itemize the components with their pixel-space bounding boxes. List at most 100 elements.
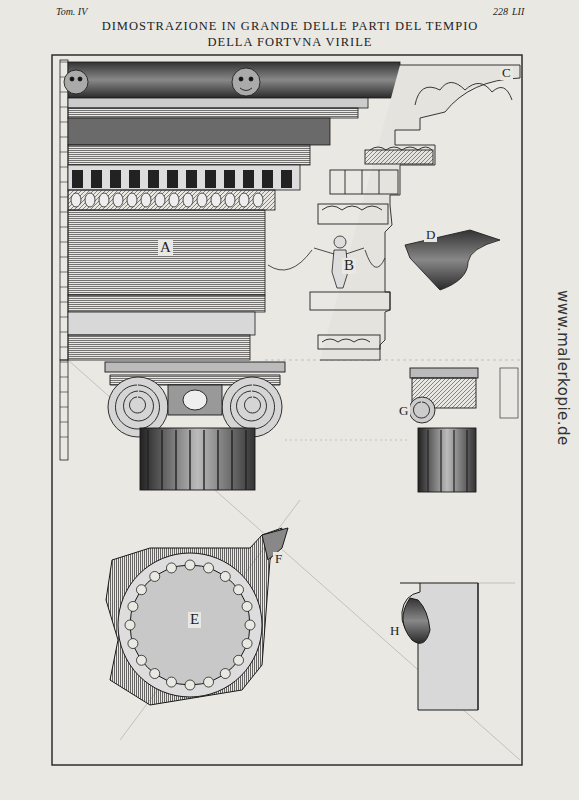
part-letter: E	[188, 612, 201, 628]
cyma-profile-D	[405, 230, 500, 290]
cornice-elevation	[205, 170, 216, 188]
capital-side-G	[440, 430, 441, 492]
scale-ticks	[60, 152, 68, 153]
scale-ticks	[60, 407, 68, 408]
capital-plan-E	[234, 585, 244, 595]
ionic-capital	[161, 430, 162, 490]
cornice-elevation	[68, 165, 300, 190]
cornice-elevation	[225, 193, 235, 207]
part-letter: B	[342, 258, 356, 274]
cornice-elevation	[71, 193, 263, 207]
capital-plan-E	[150, 571, 160, 581]
cornice-elevation	[68, 62, 400, 210]
part-letter: H	[388, 624, 401, 638]
scale-ticks	[60, 92, 68, 93]
cornice-profile-section	[322, 339, 370, 342]
cornice-profile-section	[365, 150, 433, 164]
part-letter: A	[158, 240, 173, 256]
cornice-profile-section	[310, 65, 520, 360]
cornice-profile-section	[362, 170, 363, 194]
cornice-elevation	[155, 193, 165, 207]
capital-side-G	[428, 430, 467, 492]
plate-title: DIMOSTRAZIONE IN GRANDE DELLE PARTI DEL …	[95, 19, 485, 50]
scale-ticks	[60, 137, 68, 138]
construction-lines	[120, 500, 300, 740]
plate-frame	[60, 360, 68, 460]
capital-plan-E	[204, 677, 214, 687]
ionic-capital	[183, 390, 207, 410]
cornice-profile-section	[320, 65, 520, 360]
lion-head	[239, 77, 243, 81]
scale-ticks	[60, 302, 68, 303]
scale-ticks	[60, 347, 68, 348]
capital-plan-E	[234, 655, 244, 665]
capital-plan-E	[220, 571, 230, 581]
capital-plan-E	[125, 560, 255, 690]
frieze	[68, 210, 265, 295]
cornice-profile-section	[310, 292, 390, 310]
capital-plan-E	[125, 620, 135, 630]
plate-frame	[60, 60, 68, 360]
cornice-elevation	[68, 108, 358, 118]
ionic-capital	[175, 430, 176, 490]
scale-ticks	[60, 62, 68, 437]
scale-ticks	[60, 377, 68, 378]
scale-ticks	[60, 332, 68, 333]
architrave	[68, 295, 265, 360]
capital-side-G	[409, 368, 518, 492]
ionic-capital	[148, 430, 246, 490]
cornice-elevation	[68, 118, 330, 145]
watermark: www.malerkopie.de	[554, 290, 570, 446]
capital-plan-E	[204, 563, 214, 573]
cornice-elevation	[72, 170, 292, 188]
capital-plan-E	[242, 639, 252, 649]
ionic-capital	[168, 385, 222, 415]
cornice-profile-section	[318, 335, 380, 349]
cornice-elevation	[239, 193, 249, 207]
scale-ticks	[60, 272, 68, 273]
ionic-capital	[231, 430, 232, 490]
cornice-elevation	[72, 170, 83, 188]
cornice-elevation	[68, 62, 400, 98]
cornice-profile-section	[330, 170, 398, 194]
capital-side-G	[418, 428, 476, 492]
capital-plan-E	[242, 601, 252, 611]
scale-ticks	[60, 437, 68, 438]
frieze-putto-garland	[334, 236, 346, 248]
architrave	[68, 295, 265, 312]
scale-ticks	[60, 212, 68, 213]
lion-head	[249, 77, 253, 81]
capital-plan-E	[128, 639, 138, 649]
construction-lines	[68, 360, 520, 760]
capital-plan-E	[220, 669, 230, 679]
cornice-elevation	[281, 170, 292, 188]
scale-ticks	[60, 287, 68, 288]
cornice-elevation	[243, 170, 254, 188]
frieze-putto-garland	[268, 236, 385, 288]
ionic-capital	[189, 430, 190, 490]
volume-number: Tom. IV	[56, 7, 87, 18]
cornice-profile-section	[379, 170, 380, 194]
volute-profile-H	[403, 598, 430, 643]
capital-plan-E	[185, 680, 195, 690]
scale-ticks	[60, 167, 68, 168]
frieze	[68, 210, 265, 295]
capital-side-G	[410, 368, 478, 378]
cornice-elevation	[141, 193, 151, 207]
scale-ticks	[60, 197, 68, 198]
cornice-profile-section	[322, 206, 382, 210]
cornice-elevation	[262, 170, 273, 188]
capital-side-G	[427, 430, 428, 492]
scale-ticks	[60, 182, 68, 183]
capital-plan-E	[106, 528, 288, 705]
scale-ticks	[60, 362, 68, 363]
capital-side-G	[453, 430, 454, 492]
part-letter: G	[397, 404, 410, 418]
cornice-elevation	[211, 193, 221, 207]
volute-profile-H	[400, 583, 478, 710]
part-letter: C	[500, 66, 513, 80]
cornice-elevation	[91, 170, 102, 188]
cornice-elevation	[68, 98, 368, 108]
plate-frame	[52, 55, 522, 765]
lion-head	[64, 70, 88, 94]
